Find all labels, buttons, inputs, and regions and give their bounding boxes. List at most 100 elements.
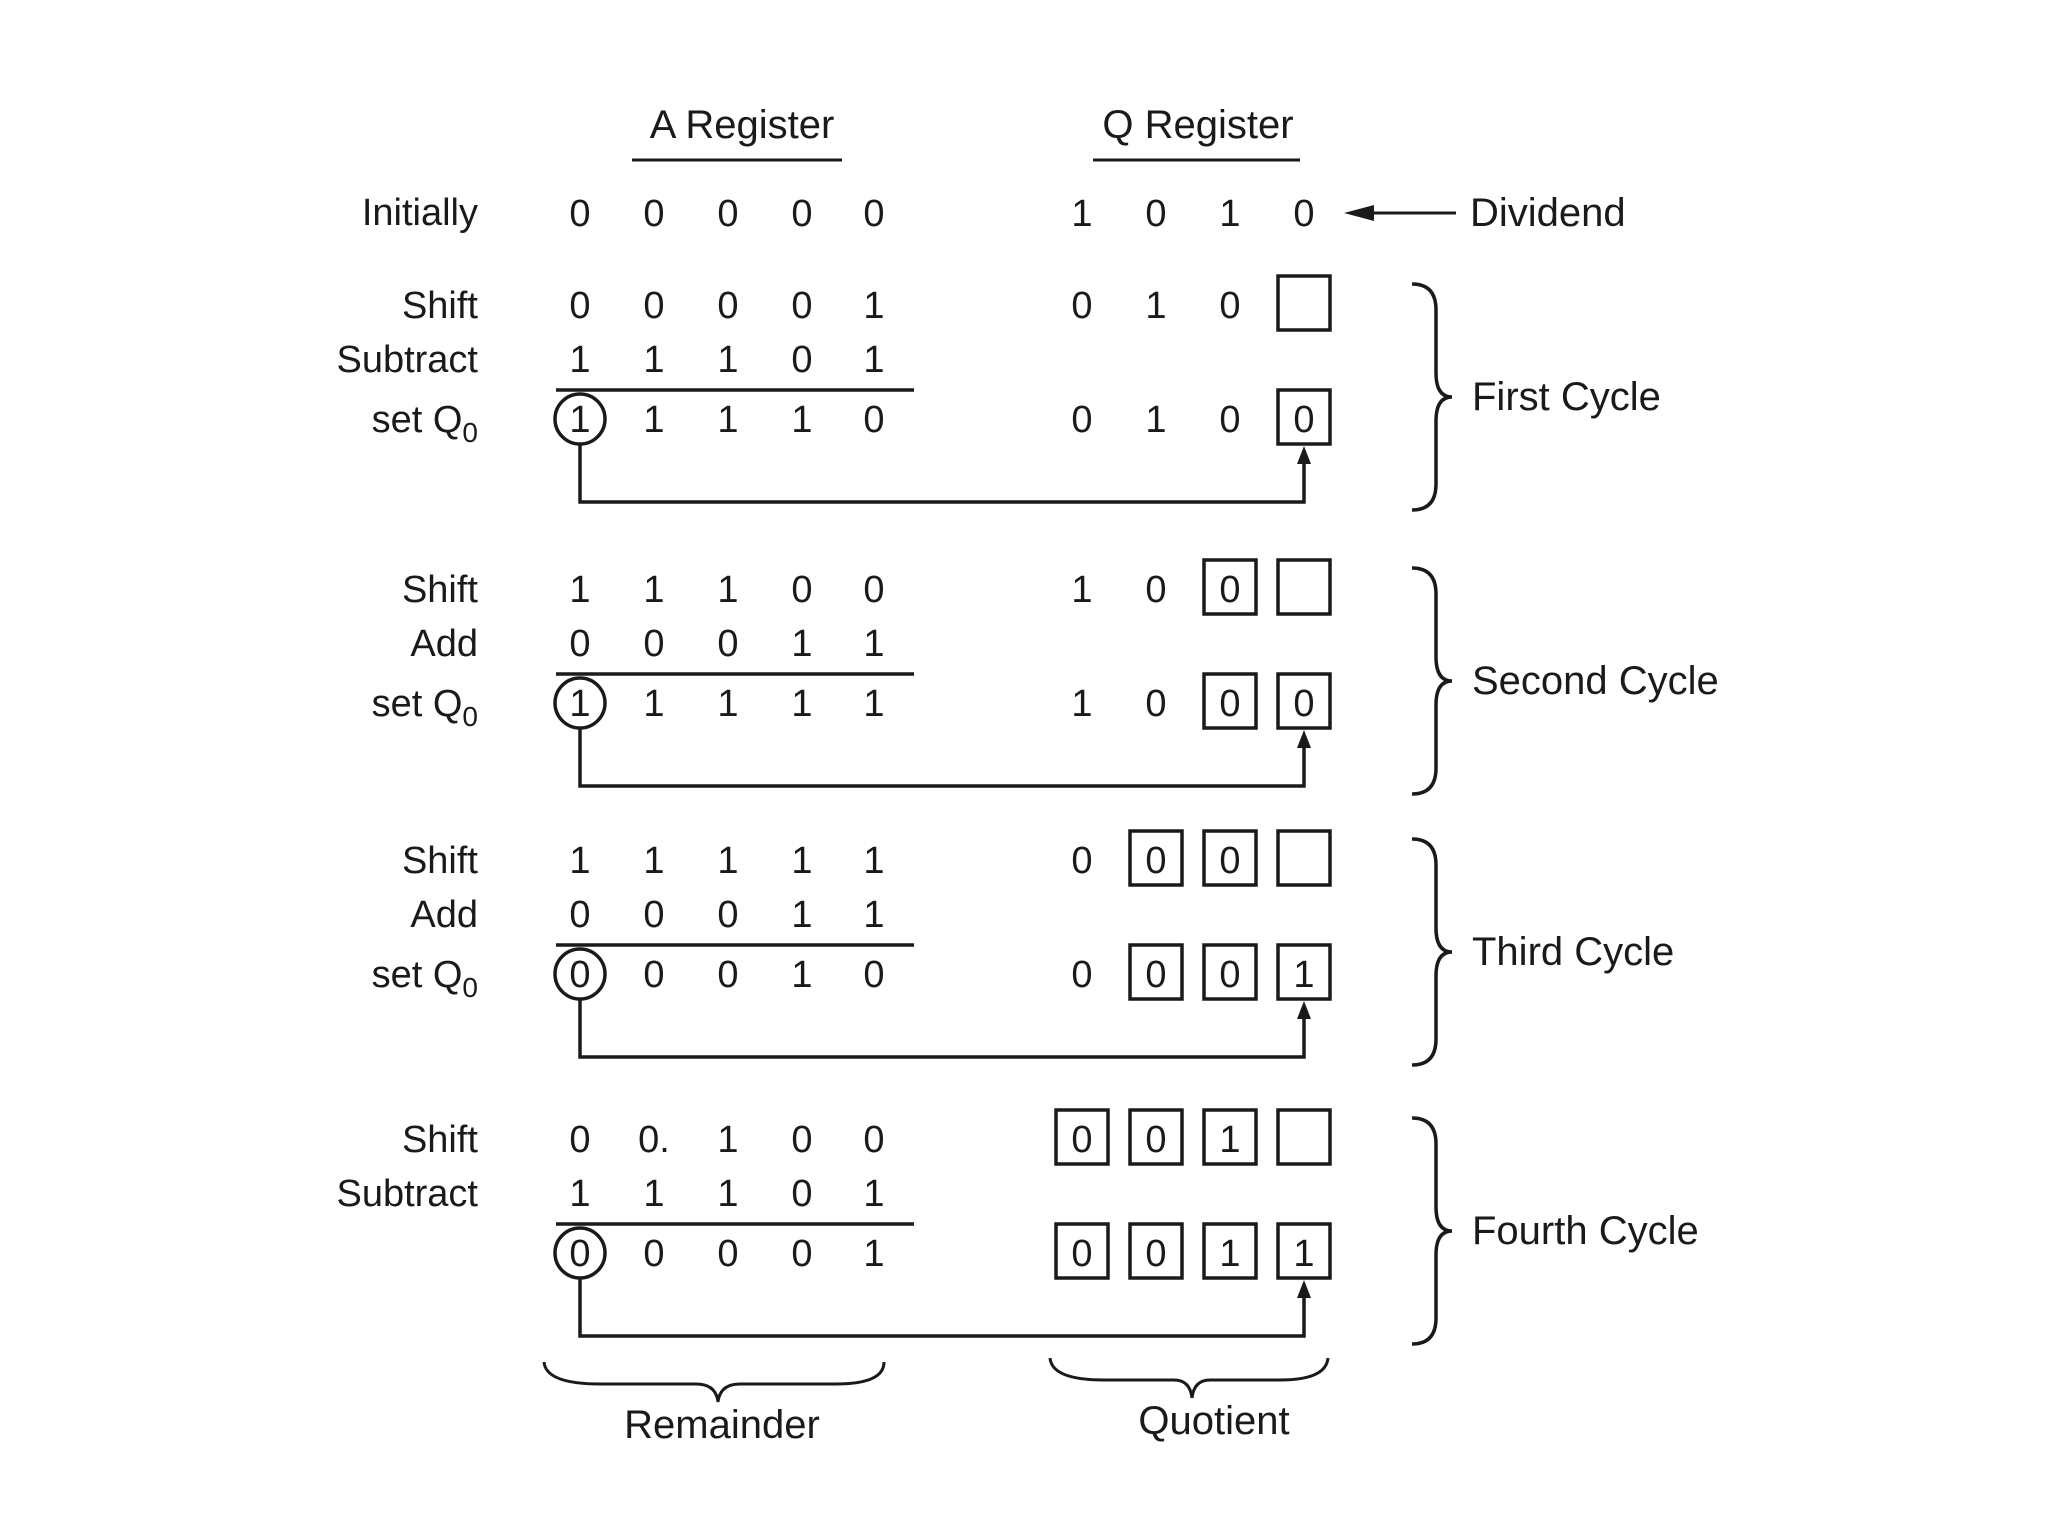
a-bit: 0 <box>643 894 664 936</box>
subscript: 0 <box>462 701 478 732</box>
q-bit: 0 <box>1219 954 1240 996</box>
a-bit: 1 <box>791 683 812 725</box>
a-bit: 0 <box>863 954 884 996</box>
feedback-arrow-head <box>1297 730 1311 748</box>
a-bit: 0 <box>569 1119 590 1161</box>
a-bit: 0 <box>569 954 590 996</box>
a-bit: 0 <box>791 285 812 327</box>
a-bit: 0 <box>569 285 590 327</box>
a-bit: 1 <box>569 683 590 725</box>
quotient-bit-box <box>1276 558 1332 616</box>
quotient-bit-box <box>1128 1108 1184 1166</box>
a-bit: 1 <box>863 840 884 882</box>
cycle-name: Second Cycle <box>1472 659 1719 703</box>
feedback-path <box>578 444 1306 504</box>
subscript: 0 <box>462 972 478 1003</box>
a-bit: 1 <box>717 569 738 611</box>
a-bit: 0 <box>643 954 664 996</box>
initially-a-bit: 0 <box>863 193 884 235</box>
a-bit: 0 <box>643 1233 664 1275</box>
feedback-arrow-head <box>1297 1001 1311 1019</box>
dividend-arrow-head <box>1344 205 1374 221</box>
feedback-path <box>578 999 1306 1059</box>
q-register-header: Q Register <box>1102 103 1293 147</box>
a-bit: 1 <box>791 399 812 441</box>
a-bit: 1 <box>863 894 884 936</box>
q-bit: 0 <box>1293 683 1314 725</box>
a-bit: 0 <box>569 894 590 936</box>
row-label: Add <box>410 894 478 936</box>
initially-q-bit: 1 <box>1071 193 1092 235</box>
initially-a-bit: 0 <box>643 193 664 235</box>
a-bit: 0 <box>717 285 738 327</box>
a-bit: 1 <box>863 683 884 725</box>
a-bit: 0 <box>863 1119 884 1161</box>
q-bit: 0 <box>1145 840 1166 882</box>
a-register-header: A Register <box>650 103 835 147</box>
quotient-bit-box <box>1276 943 1332 1001</box>
cycle-brace <box>1411 1116 1453 1346</box>
quotient-brace <box>1048 1357 1330 1399</box>
quotient-bit-box <box>1202 943 1258 1001</box>
quotient-bit-box <box>1202 1108 1258 1166</box>
subscript: 0 <box>462 417 478 448</box>
a-bit: 0 <box>643 285 664 327</box>
a-bit: 0 <box>791 1233 812 1275</box>
row-label: set Q0 <box>372 954 478 1003</box>
initially-a-bit: 0 <box>717 193 738 235</box>
initially-a-bit: 0 <box>791 193 812 235</box>
feedback-arrow-head <box>1297 1280 1311 1298</box>
quotient-bit-box <box>1202 558 1258 616</box>
remainder-label: Remainder <box>624 1403 820 1447</box>
q-bit: 0 <box>1071 1119 1092 1161</box>
quotient-bit-box <box>1202 1222 1258 1280</box>
row-label: Shift <box>402 569 478 611</box>
a-bit: 1 <box>863 1173 884 1215</box>
q-bit: 0 <box>1219 285 1240 327</box>
quotient-label: Quotient <box>1138 1399 1289 1443</box>
quotient-bit-box <box>1128 829 1184 887</box>
a-bit: 1 <box>717 1173 738 1215</box>
a-bit: 1 <box>717 1119 738 1161</box>
row-label: Add <box>410 623 478 665</box>
a-bit: 1 <box>643 683 664 725</box>
a-bit: 1 <box>569 339 590 381</box>
cycle-name: Fourth Cycle <box>1472 1209 1699 1253</box>
initially-label: Initially <box>362 192 478 234</box>
a-bit: 1 <box>569 569 590 611</box>
a-bit: 0 <box>717 894 738 936</box>
quotient-bit-box <box>1276 274 1332 332</box>
quotient-bit-box <box>1128 943 1184 1001</box>
q-bit: 0 <box>1219 399 1240 441</box>
a-bit: 1 <box>717 840 738 882</box>
a-bit: 1 <box>791 954 812 996</box>
a-bit: 0 <box>791 569 812 611</box>
a-bit: 1 <box>863 285 884 327</box>
a-bit: 1 <box>569 399 590 441</box>
q-bit: 1 <box>1145 399 1166 441</box>
cycle-name: Third Cycle <box>1472 930 1674 974</box>
a-bit: 0 <box>569 623 590 665</box>
q-bit: 1 <box>1293 1233 1314 1275</box>
a-bit: 1 <box>791 894 812 936</box>
a-bit: 1 <box>643 399 664 441</box>
a-bit: 1 <box>791 840 812 882</box>
q-bit: 0 <box>1219 683 1240 725</box>
quotient-bit-box <box>1276 672 1332 730</box>
cycle-brace <box>1411 566 1453 796</box>
q-bit: 0 <box>1145 954 1166 996</box>
a-bit: 0 <box>791 1173 812 1215</box>
q-bit: 1 <box>1219 1119 1240 1161</box>
row-label: Shift <box>402 840 478 882</box>
a-bit: 1 <box>863 1233 884 1275</box>
a-bit: 1 <box>643 1173 664 1215</box>
a-bit: 0 <box>717 954 738 996</box>
q-bit: 0 <box>1071 399 1092 441</box>
q-bit: 0 <box>1219 840 1240 882</box>
quotient-bit-box <box>1054 1222 1110 1280</box>
q-bit: 1 <box>1293 954 1314 996</box>
